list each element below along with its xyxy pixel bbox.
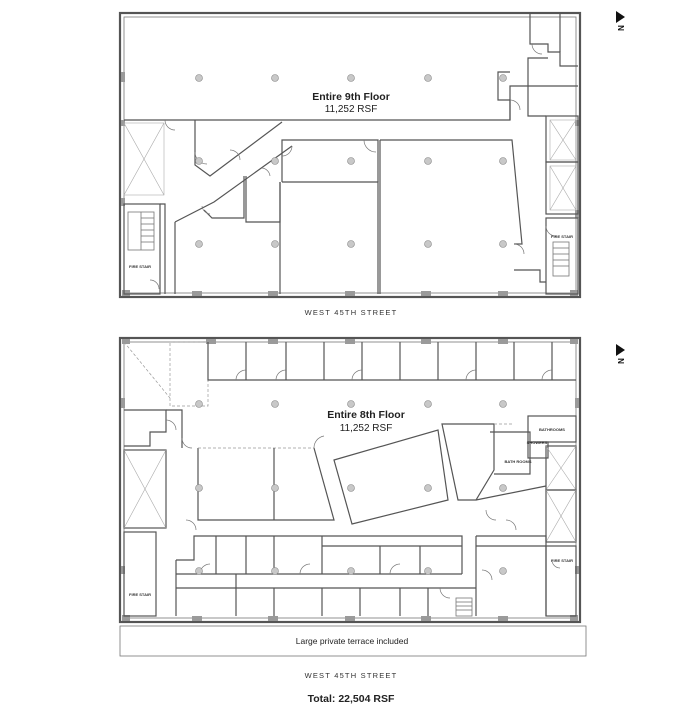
floor-plan-9th: Entire 9th Floor 11,252 RSF FIRE STAIR F… xyxy=(118,11,625,317)
floor-title-8th: Entire 8th Floor xyxy=(327,409,405,421)
street-label-9th: WEST 45TH STREET xyxy=(305,308,398,317)
room-label-bath-rooms: BATH ROOMS xyxy=(504,459,531,464)
columns-8th xyxy=(195,400,507,575)
outer-wall-9th xyxy=(118,11,582,299)
stair-label-8th-right: FIRE STAIR xyxy=(551,558,573,563)
room-label-bathrooms: BATHROOMS xyxy=(539,427,565,432)
room-label-showers: SHOWERS xyxy=(527,440,548,445)
stair-label-9th-right: FIRE STAIR xyxy=(551,234,573,239)
perimeter-piers-8th xyxy=(121,339,579,621)
terrace-label: Large private terrace included xyxy=(296,636,409,646)
columns-9th xyxy=(195,74,507,248)
floor-area-9th: 11,252 RSF xyxy=(325,104,378,115)
floor-area-8th: 11,252 RSF xyxy=(340,423,393,434)
north-arrow-9th: N xyxy=(616,11,625,31)
floor-title-9th: Entire 9th Floor xyxy=(312,91,390,103)
door-swings-8th xyxy=(165,369,561,599)
shaft-icons-9th xyxy=(123,119,577,211)
north-label-8th: N xyxy=(616,358,625,364)
total-area: Total: 22,504 RSF xyxy=(308,693,395,705)
street-label-8th: WEST 45TH STREET xyxy=(305,671,398,680)
outer-wall-8th xyxy=(118,336,582,624)
stair-label-8th-left: FIRE STAIR xyxy=(129,592,151,597)
floor-plan-8th: Entire 8th Floor 11,252 RSF FIRE STAIR F… xyxy=(118,336,625,680)
stair-label-9th-left: FIRE STAIR xyxy=(129,264,151,269)
north-arrow-8th: N xyxy=(616,344,625,364)
north-label-9th: N xyxy=(616,25,625,31)
terrace-area xyxy=(119,625,587,657)
